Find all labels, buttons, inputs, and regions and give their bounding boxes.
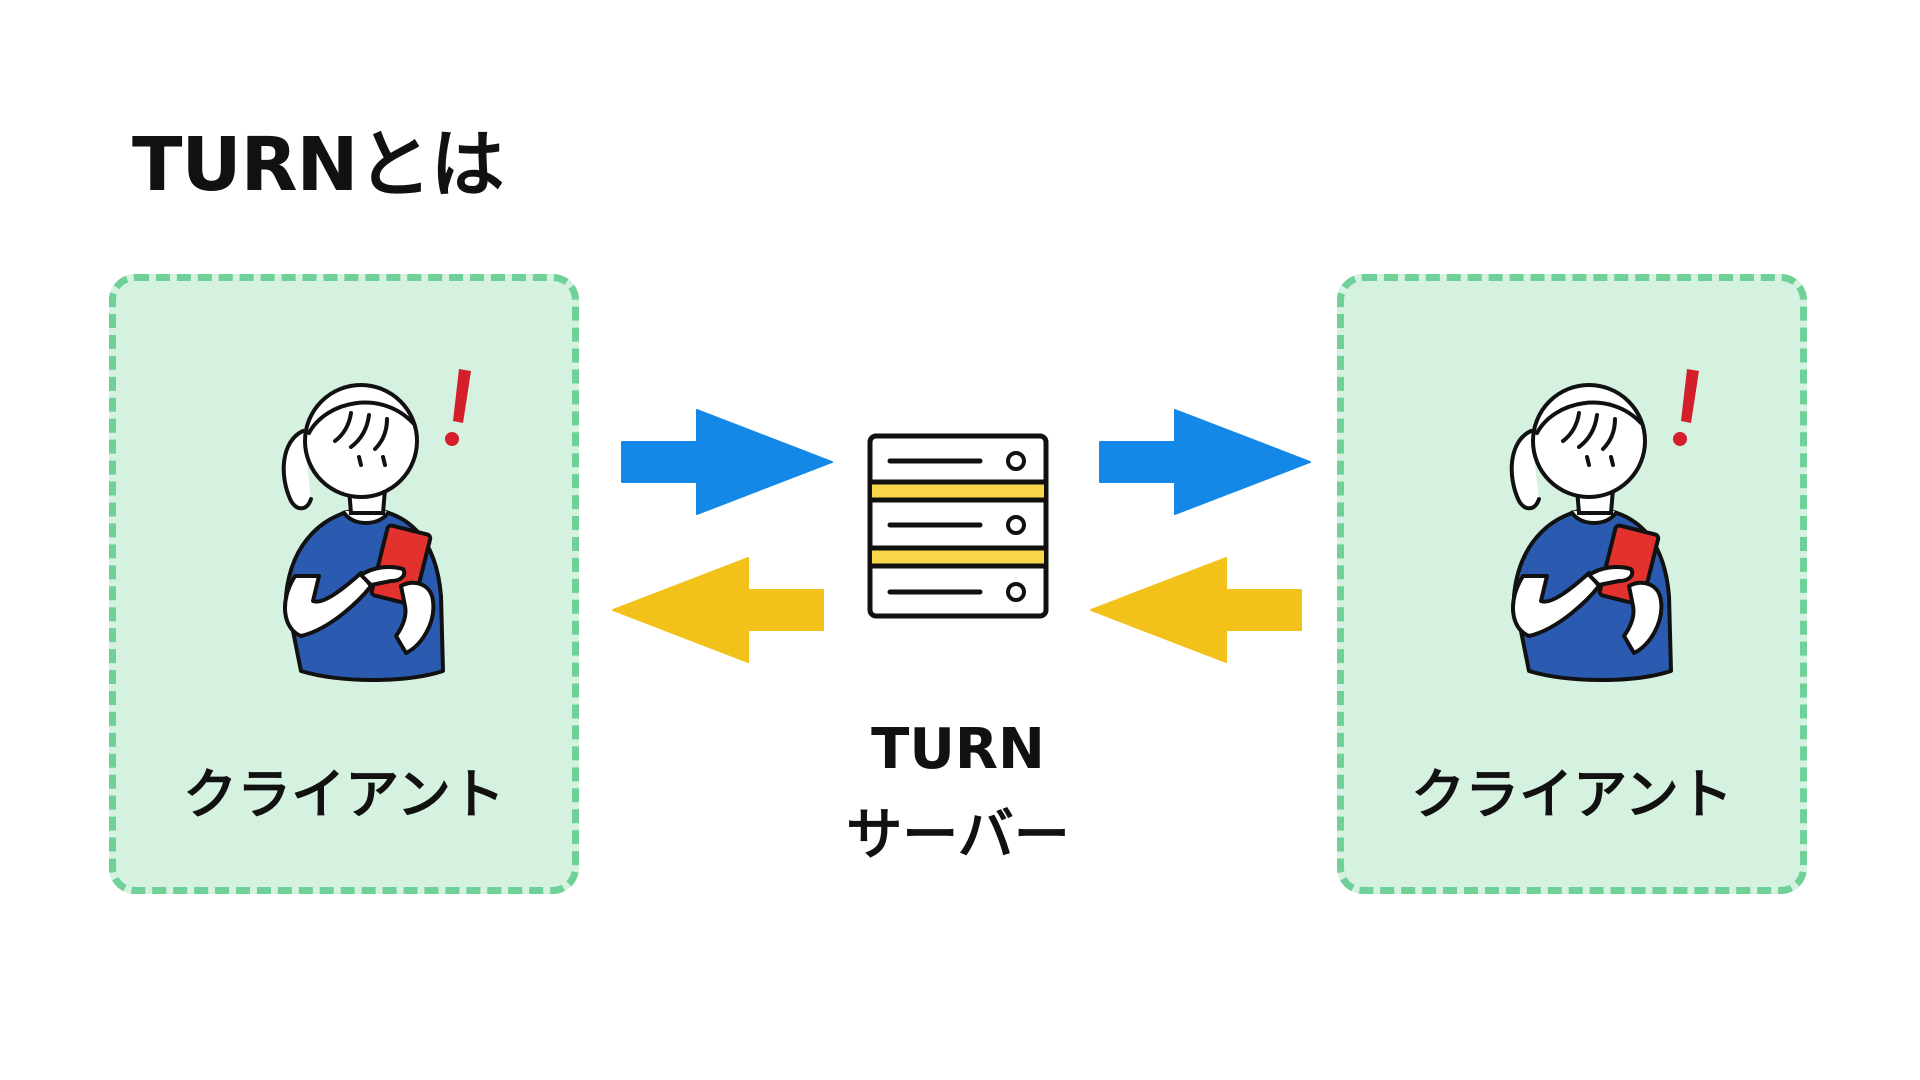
exclamation-icon — [1673, 369, 1699, 446]
arrow-left-icon — [605, 549, 832, 671]
client-box-left: クライアント — [109, 274, 579, 894]
exclamation-icon — [445, 369, 471, 446]
arrow-right-icon — [1091, 401, 1318, 523]
server-label-line1: TURN — [871, 717, 1045, 782]
arrow-left-icon — [1083, 549, 1310, 671]
person-using-phone-icon — [1509, 369, 1699, 682]
page-title: TURNとは — [132, 122, 504, 208]
person-using-phone-icon — [281, 369, 471, 682]
client-box-right: クライアント — [1337, 274, 1807, 894]
server-rack-icon — [867, 433, 1049, 619]
arrow-right-icon — [613, 401, 840, 523]
client-label-left: クライアント — [183, 763, 505, 826]
server-label-line2: サーバー — [846, 803, 1070, 868]
client-label-right: クライアント — [1411, 763, 1733, 826]
